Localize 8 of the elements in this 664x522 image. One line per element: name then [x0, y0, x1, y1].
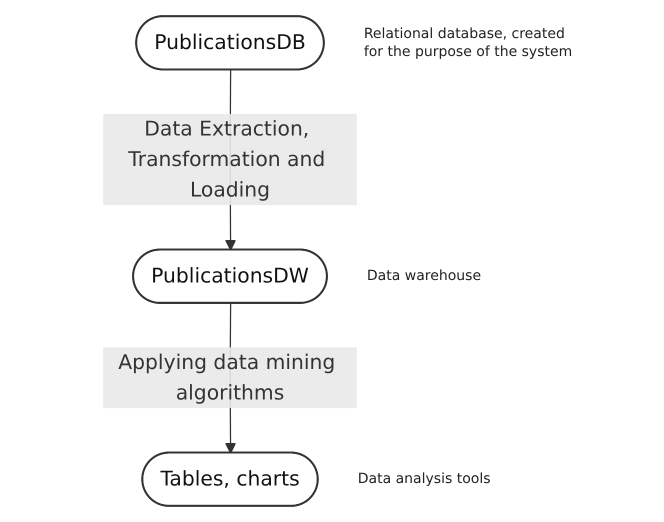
- edge-label: Data Extraction, Transformation and Loading: [103, 114, 357, 206]
- node-annotation: Data analysis tools: [358, 470, 492, 488]
- rounded-node: PublicationsDB: [135, 15, 325, 70]
- rounded-node: Tables, charts: [141, 452, 319, 507]
- node-annotation: Relational database, created for the purpose of the system: [364, 24, 574, 62]
- rounded-node: PublicationsDW: [132, 248, 328, 304]
- node-annotation: Data warehouse: [366, 267, 482, 286]
- edge-label: Applying data mining algorithms: [103, 347, 357, 408]
